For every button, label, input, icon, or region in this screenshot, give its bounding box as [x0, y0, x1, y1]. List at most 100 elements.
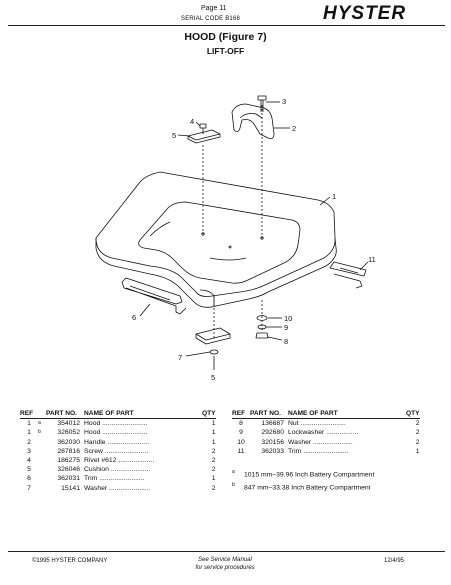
callout-6: 6: [132, 313, 136, 322]
hyster-logo: HYSTER: [323, 3, 407, 24]
parts-table-right: REF PART NO. NAME OF PART QTY 8 136687 Nut…: [232, 409, 420, 456]
cell-part-no: 326052: [57, 429, 80, 437]
cell-qty: 1: [211, 438, 216, 446]
cell-ref: 1: [27, 420, 31, 428]
cell-ref: 7: [27, 484, 31, 492]
table-header-row: REF PART NO. NAME OF PART QTY: [232, 409, 420, 420]
callout-10: 10: [284, 314, 292, 323]
cushion-top: [187, 129, 221, 144]
callout-7: 7: [178, 353, 182, 362]
table-header-row: REF PART NO. NAME OF PART QTY: [20, 409, 216, 420]
cell-qty: 2: [211, 457, 216, 465]
cell-ref: 11: [237, 447, 245, 455]
cell-qty: 1: [211, 475, 216, 483]
cell-part-no: 320156: [261, 438, 284, 446]
callout-5: 5: [172, 131, 176, 140]
cell-part-no: 15141: [61, 484, 80, 492]
header-divider: [8, 25, 445, 26]
cell-part-no: 186275: [57, 457, 80, 465]
cell-ref: 4: [27, 457, 31, 465]
table-row: 11 362033 Trim ........................ 1: [232, 447, 420, 456]
callout-4: 4: [190, 117, 194, 126]
col-qty: QTY: [406, 409, 420, 420]
cushion-bottom: [195, 327, 231, 345]
cell-note: [38, 438, 46, 447]
copyright: ©1995 HYSTER COMPANY: [32, 558, 108, 564]
table-row: 4 186275 Rivet #612 ................... 2: [20, 456, 216, 465]
table-row: 9 292680 Lockwasher ................. 2: [232, 428, 420, 437]
cell-name: Lockwasher .................: [288, 429, 359, 437]
cell-ref: 10: [237, 438, 245, 446]
table-row: 6 362031 Trim ........................ 1: [20, 474, 216, 483]
cell-note: [38, 447, 46, 456]
cell-part-no: 136687: [261, 420, 284, 428]
table-row: 7 15141 Washer ...................... 2: [20, 484, 216, 493]
footer-divider: [8, 551, 445, 552]
cell-name: Washer .....................: [288, 438, 353, 446]
cell-name: Trim ........................: [288, 447, 349, 455]
cell-name: Cushion .....................: [84, 466, 151, 474]
cell-note: [38, 456, 46, 465]
cell-part-no: 287816: [57, 447, 80, 455]
callout-1: 1: [332, 192, 336, 201]
handle: [231, 103, 275, 139]
date: 12/4/95: [384, 558, 405, 564]
hood-exploded-diagram: 1 2 3 4 5 6 7 8 9 10 11 5: [95, 95, 376, 382]
cell-qty: 2: [211, 466, 216, 474]
cell-qty: 2: [211, 484, 216, 492]
callout-8: 8: [284, 337, 288, 346]
cell-part-no: 292680: [261, 429, 284, 437]
trim-right: [329, 261, 367, 289]
cell-name: Trim ........................: [84, 475, 145, 483]
cell-note: b: [38, 429, 41, 436]
cell-qty: 2: [211, 447, 216, 455]
col-name: NAME OF PART: [288, 409, 406, 420]
cell-qty: 1: [211, 420, 216, 428]
page-number: Page 11: [201, 5, 227, 12]
cell-name: Screw .......................: [84, 447, 149, 455]
col-qty: QTY: [202, 409, 216, 420]
cell-ref: 3: [27, 447, 31, 455]
cell-part-no: 326046: [57, 466, 80, 474]
cell-name: Nut ........................: [288, 420, 346, 428]
trim-left: [121, 277, 187, 315]
page-title: HOOD (Figure 7): [184, 31, 267, 43]
col-name: NAME OF PART: [84, 409, 202, 420]
cell-part-no: 362031: [57, 475, 80, 483]
table-row: 3 287816 Screw ....................... 2: [20, 447, 216, 456]
cell-part-no: 362033: [261, 447, 284, 455]
cell-part-no: 354012: [57, 420, 80, 428]
cell-name: Hood ........................: [84, 429, 148, 437]
cell-ref: 9: [239, 429, 243, 437]
cell-qty: 2: [415, 420, 420, 428]
cell-name: Hood ........................: [84, 420, 148, 428]
callout-5-lower: 5: [211, 373, 215, 382]
cell-qty: 2: [415, 438, 420, 446]
callout-9: 9: [284, 323, 288, 332]
cell-note: [38, 484, 46, 493]
cell-name: Handle ......................: [84, 438, 149, 446]
cell-qty: 1: [415, 447, 420, 455]
cell-ref: 6: [27, 475, 31, 483]
cell-part-no: 362030: [57, 438, 80, 446]
cell-name: Washer ......................: [84, 484, 151, 492]
callout-11: 11: [368, 255, 376, 264]
cell-ref: 1: [27, 429, 31, 437]
callout-2: 2: [292, 124, 296, 133]
col-part-no: PART NO.: [250, 409, 288, 420]
cell-qty: 2: [415, 429, 420, 437]
cell-note: [38, 474, 46, 483]
col-ref: REF: [232, 409, 250, 420]
cell-ref: 8: [239, 420, 243, 428]
cell-name: Rivet #612 ...................: [84, 457, 155, 465]
table-row: 10 320156 Washer ..................... 2: [232, 438, 420, 447]
cell-qty: 1: [211, 429, 216, 437]
screw: [257, 95, 267, 112]
